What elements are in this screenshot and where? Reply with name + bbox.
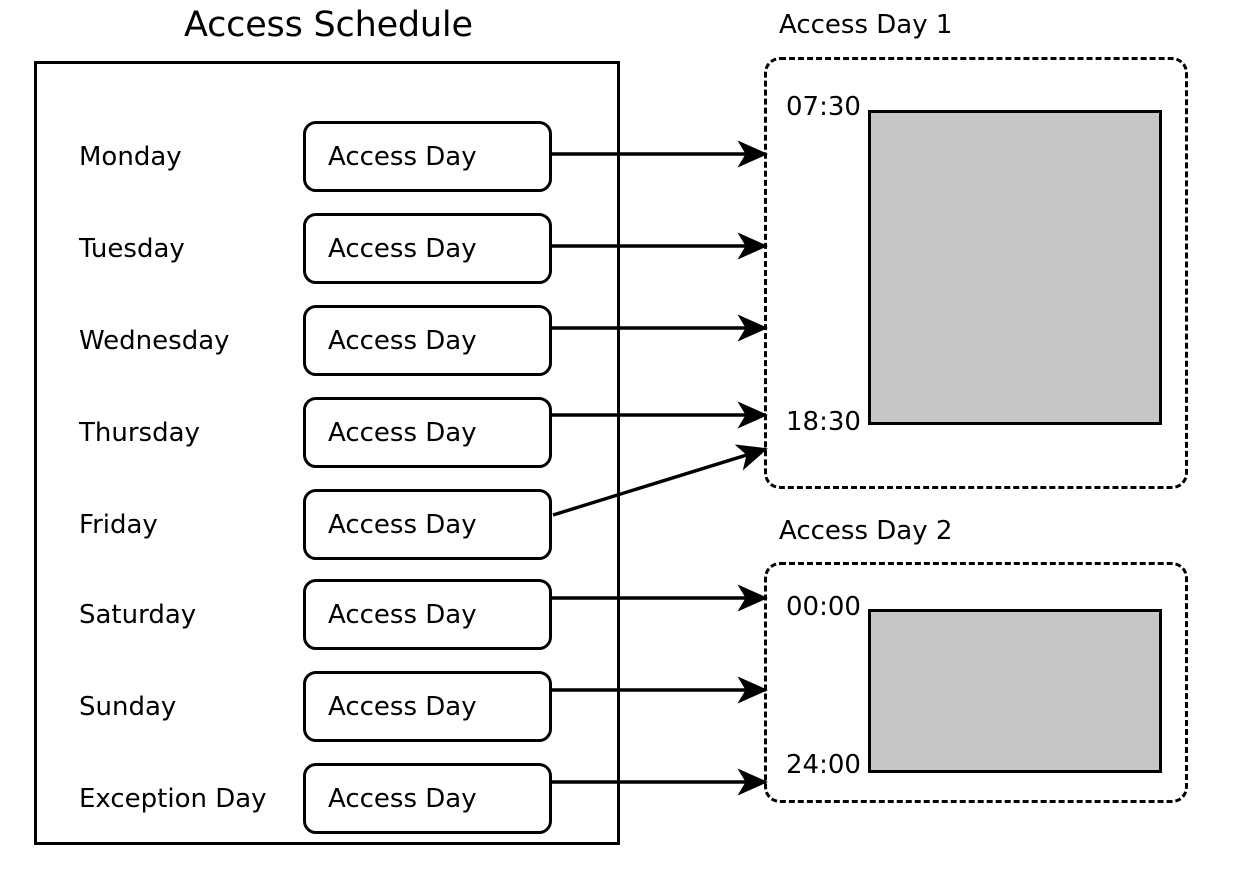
access-day-1-panel [764, 57, 1188, 489]
schedule-row-friday: Friday Access Day [37, 489, 623, 560]
day-label-saturday: Saturday [79, 599, 197, 630]
access-day-box-sunday[interactable]: Access Day [303, 671, 552, 742]
access-day-box-wednesday[interactable]: Access Day [303, 305, 552, 376]
access-day-2-end-time: 24:00 [786, 750, 861, 780]
access-day-box-label: Access Day [328, 691, 477, 722]
day-label-exception-day: Exception Day [79, 783, 267, 814]
access-day-box-label: Access Day [328, 599, 477, 630]
day-label-tuesday: Tuesday [79, 233, 185, 264]
access-day-box-friday[interactable]: Access Day [303, 489, 552, 560]
access-schedule-container: Monday Access Day Tuesday Access Day Wed… [34, 61, 620, 845]
access-day-box-label: Access Day [328, 509, 477, 540]
schedule-row-saturday: Saturday Access Day [37, 579, 623, 650]
access-day-2-start-time: 00:00 [786, 592, 861, 622]
access-day-box-monday[interactable]: Access Day [303, 121, 552, 192]
schedule-row-sunday: Sunday Access Day [37, 671, 623, 742]
schedule-row-tuesday: Tuesday Access Day [37, 213, 623, 284]
access-day-box-exception-day[interactable]: Access Day [303, 763, 552, 834]
access-day-box-thursday[interactable]: Access Day [303, 397, 552, 468]
access-day-box-label: Access Day [328, 233, 477, 264]
access-day-1-start-time: 07:30 [786, 92, 861, 122]
schedule-row-wednesday: Wednesday Access Day [37, 305, 623, 376]
day-label-wednesday: Wednesday [79, 325, 230, 356]
access-day-1-title: Access Day 1 [779, 10, 953, 40]
access-day-box-label: Access Day [328, 141, 477, 172]
access-day-box-tuesday[interactable]: Access Day [303, 213, 552, 284]
schedule-row-thursday: Thursday Access Day [37, 397, 623, 468]
access-day-box-label: Access Day [328, 325, 477, 356]
access-day-1-end-time: 18:30 [786, 407, 861, 437]
access-day-1-time-block [868, 110, 1162, 425]
day-label-thursday: Thursday [79, 417, 200, 448]
access-day-box-saturday[interactable]: Access Day [303, 579, 552, 650]
access-day-box-label: Access Day [328, 417, 477, 448]
access-day-2-time-block [868, 609, 1162, 773]
page-title: Access Schedule [184, 5, 473, 45]
schedule-row-exception-day: Exception Day Access Day [37, 763, 623, 834]
schedule-row-monday: Monday Access Day [37, 121, 623, 192]
day-label-monday: Monday [79, 141, 182, 172]
access-day-box-label: Access Day [328, 783, 477, 814]
access-day-2-title: Access Day 2 [779, 516, 953, 546]
day-label-friday: Friday [79, 509, 158, 540]
day-label-sunday: Sunday [79, 691, 177, 722]
